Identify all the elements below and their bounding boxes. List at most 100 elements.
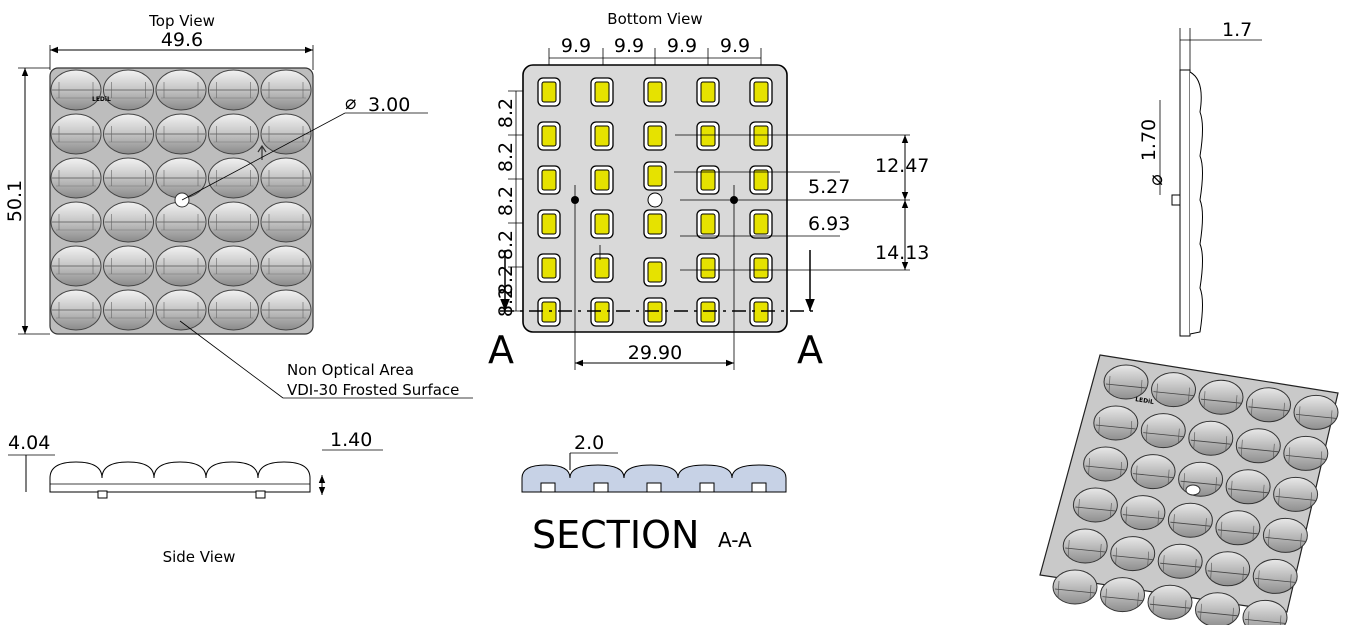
- top-lens: [50, 289, 102, 331]
- iso-lens: [1178, 461, 1224, 497]
- pitch-y-label: 8.2: [495, 230, 517, 260]
- iso-lens: [1235, 428, 1281, 464]
- iso-lens: [1205, 551, 1251, 587]
- top-lens: [103, 113, 154, 155]
- bottom-view-title: Bottom View: [607, 10, 702, 28]
- top-lens: [103, 289, 154, 331]
- top-view: Top View 49.6 50.1 LEDiL ⌀ 3.00 Non Opti…: [4, 12, 473, 399]
- dimension-5-27: 5.27: [808, 176, 850, 198]
- iso-lens: [1246, 387, 1291, 423]
- side-height-dimension: 4.04: [8, 432, 50, 454]
- top-view-title: Top View: [148, 12, 215, 30]
- side-view-profile: [49, 461, 311, 493]
- section-thickness-dimension: 2.0: [574, 432, 604, 454]
- section-marker-left: A: [488, 328, 514, 372]
- note-frosted-surface: VDI-30 Frosted Surface: [287, 381, 459, 399]
- iso-lens: [1093, 405, 1139, 441]
- led-pad: [696, 297, 720, 327]
- iso-lens: [1195, 592, 1240, 625]
- top-height-dimension: 50.1: [4, 180, 26, 222]
- pitch-y-label: 8.2: [495, 265, 517, 295]
- top-lens: [103, 157, 154, 199]
- top-lens: [50, 245, 102, 287]
- iso-lens: [1225, 469, 1271, 505]
- iso-lens: [1110, 536, 1156, 572]
- top-lens: [208, 245, 259, 287]
- led-pad: [537, 253, 561, 283]
- pitch-x-label: 9.9: [614, 35, 644, 57]
- iso-lens-array: [1052, 364, 1339, 625]
- led-pad: [537, 165, 561, 195]
- top-lens: [260, 289, 312, 331]
- iso-lens: [1262, 517, 1308, 553]
- led-pad: [749, 253, 773, 283]
- led-pad: [590, 121, 614, 151]
- section-marker-right: A: [797, 328, 823, 372]
- top-lens: [103, 69, 154, 111]
- iso-lens: [1083, 446, 1129, 482]
- pin-spacing-dimension: 29.90: [628, 342, 682, 364]
- led-pad: [749, 77, 773, 107]
- pitch-x-label: 9.9: [667, 35, 697, 57]
- led-pad: [696, 77, 720, 107]
- led-pad: [590, 165, 614, 195]
- right-edge-view: 1.7 1.70 ⌀: [1138, 19, 1262, 337]
- iso-lens: [1147, 584, 1193, 620]
- iso-center-hole: [1185, 484, 1201, 496]
- section-title: SECTION: [532, 513, 699, 557]
- iso-lens: [1198, 379, 1244, 415]
- led-pad: [537, 209, 561, 239]
- pitch-y-label: 8.2: [495, 142, 517, 172]
- top-lens: [208, 201, 259, 243]
- side-base-dimension: 1.40: [330, 429, 372, 451]
- led-pad: [696, 121, 720, 151]
- led-pad: [590, 253, 614, 283]
- pitch-x-labels: 9.9 9.9 9.9 9.9: [561, 35, 750, 57]
- iso-lens: [1242, 599, 1288, 625]
- iso-lens: [1130, 454, 1176, 490]
- edge-thickness-dimension: 1.7: [1222, 19, 1252, 41]
- top-lens: [208, 157, 259, 199]
- top-width-dimension: 49.6: [161, 29, 203, 51]
- hole-diameter-dimension: 3.00: [368, 94, 410, 116]
- pitch-y-label: 8.2: [495, 186, 517, 216]
- section-title-suffix: A-A: [718, 528, 752, 552]
- iso-brand-logo: LEDiL: [1135, 396, 1155, 406]
- top-lens: [155, 69, 207, 111]
- top-lens: [208, 289, 259, 331]
- top-lens: [208, 113, 259, 155]
- top-lens: [50, 69, 102, 111]
- edge-lens-profile: [1189, 71, 1203, 335]
- led-pad: [696, 209, 720, 239]
- isometric-view: LEDiL: [1039, 354, 1339, 625]
- led-pad: [643, 257, 667, 287]
- iso-lens: [1100, 577, 1145, 613]
- dimension-6-93: 6.93: [808, 213, 850, 235]
- top-lens: [155, 289, 207, 331]
- iso-lens: [1252, 558, 1298, 594]
- led-pad: [537, 121, 561, 151]
- top-lens: [103, 201, 154, 243]
- led-pad: [643, 77, 667, 107]
- led-pad: [590, 77, 614, 107]
- note-non-optical-area: Non Optical Area: [287, 361, 414, 379]
- hole-diameter-symbol: ⌀: [345, 92, 356, 114]
- side-view: 4.04 1.40 Side View: [8, 429, 383, 566]
- iso-lens: [1157, 543, 1203, 579]
- led-pad: [537, 77, 561, 107]
- led-pad: [749, 165, 773, 195]
- top-lens: [260, 113, 312, 155]
- led-pad: [537, 297, 561, 327]
- top-lens: [260, 201, 312, 243]
- iso-lens: [1062, 528, 1108, 564]
- bottom-center-hole: [647, 192, 663, 208]
- top-lens: [260, 245, 312, 287]
- bottom-view-pad-array: [537, 77, 773, 327]
- iso-lens: [1151, 372, 1196, 408]
- section-view: 2.0 SECTION A-A: [521, 432, 787, 557]
- top-lens: [260, 69, 312, 111]
- led-pad: [749, 209, 773, 239]
- bottom-view: Bottom View 9.9 9.9 9.9 9.9 8.2 8.2: [488, 10, 929, 372]
- dimension-12-47: 12.47: [875, 155, 929, 177]
- led-pad: [696, 165, 720, 195]
